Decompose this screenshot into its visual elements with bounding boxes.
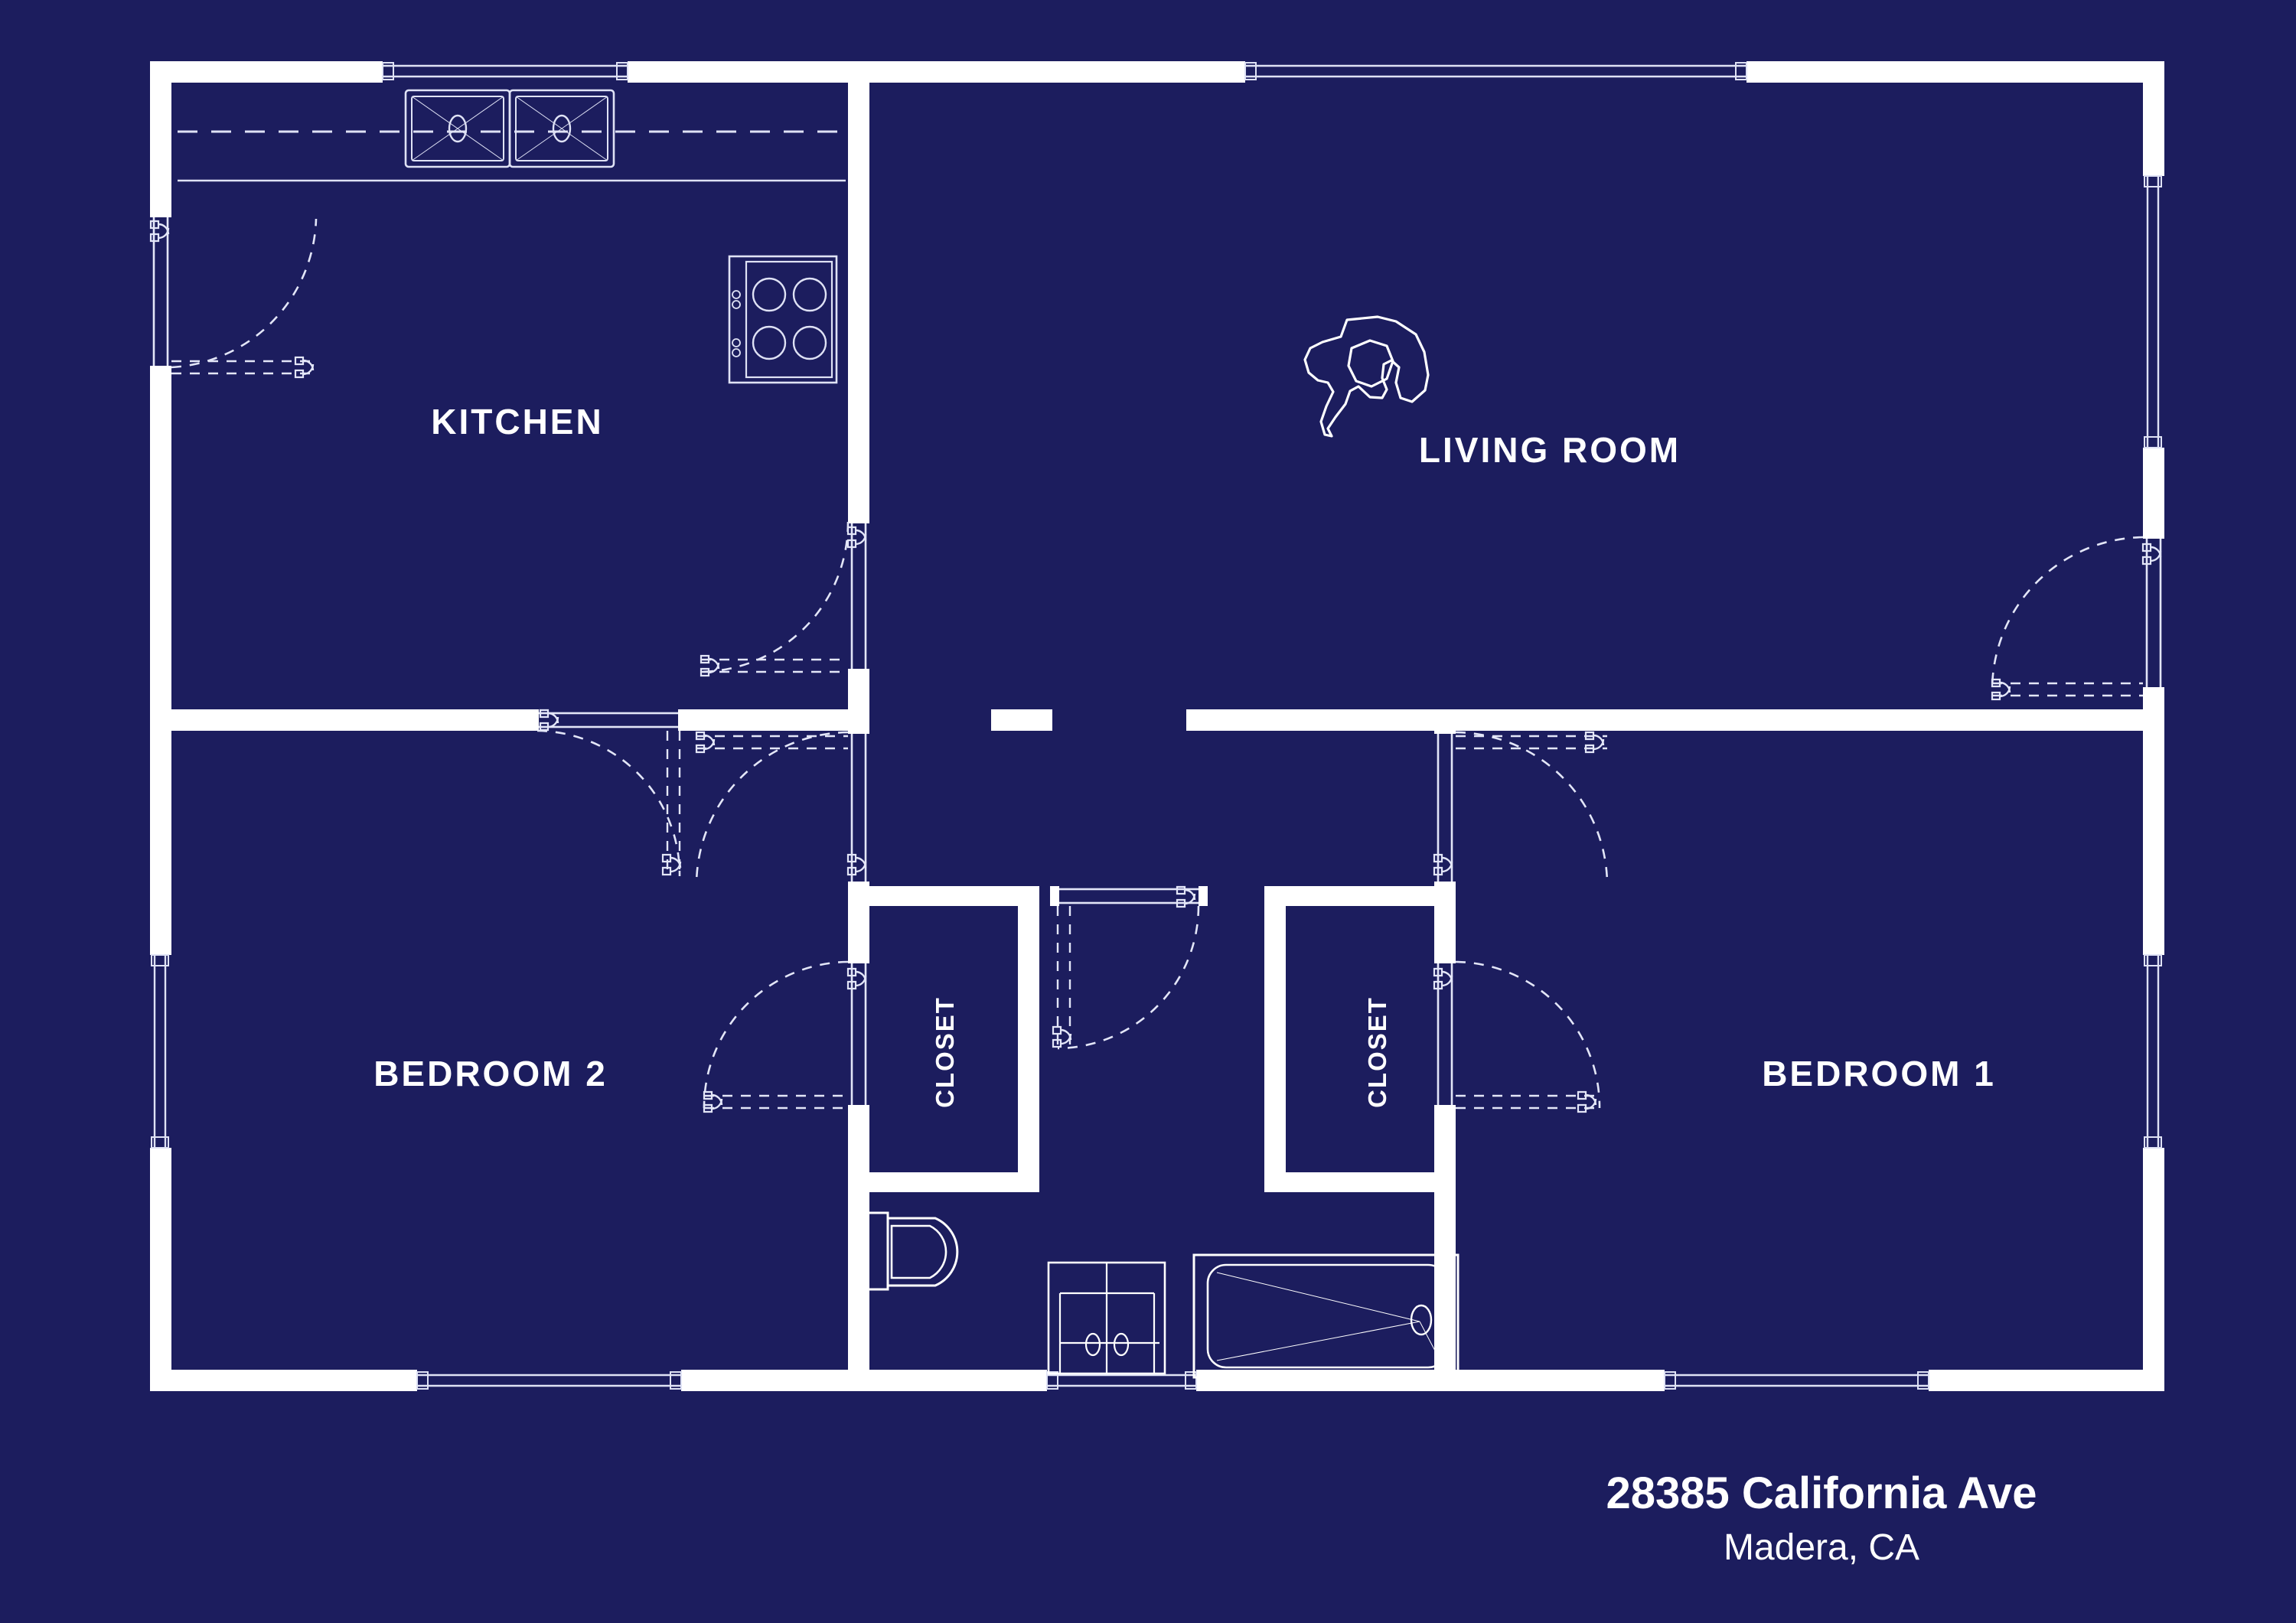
win-bed2-bottom: [416, 1370, 682, 1391]
property-city-state: Madera, CA: [1723, 1527, 1920, 1568]
bathtub: [1192, 1253, 1459, 1379]
doors: [149, 208, 2164, 1114]
windows: [150, 61, 2164, 1391]
property-address: 28385 California Ave: [1606, 1468, 2037, 1518]
door-closet-left: [703, 954, 869, 1114]
win-living-top: [1244, 61, 1747, 83]
room-label-kitchen: KITCHEN: [431, 402, 604, 442]
door-living-exterior: [1991, 530, 2164, 701]
four-burner-range: [728, 255, 838, 384]
win-living-right: [2143, 175, 2164, 448]
door-closet-right: [1433, 954, 1601, 1114]
door-bathroom: [1050, 885, 1208, 1050]
room-label-bedroom-2: BEDROOM 2: [373, 1054, 608, 1093]
room-label-closet-left: CLOSET: [931, 996, 959, 1108]
door-bedroom2-hall: [695, 725, 869, 891]
win-bed2-left: [150, 954, 171, 1149]
person-sketch: [1303, 315, 1430, 438]
door-bedroom2-kitchen: [530, 709, 687, 877]
room-label-closet-right: CLOSET: [1363, 996, 1391, 1108]
counter-line: [178, 130, 846, 182]
double-basin-sink: [404, 89, 615, 168]
door-kitchen-living: [700, 514, 869, 678]
double-vanity-sink: [1047, 1261, 1166, 1375]
win-kitchen-top: [382, 61, 628, 83]
bathroom-fixtures: [865, 1211, 1459, 1379]
door-bedroom1-hall: [1433, 725, 1609, 891]
win-bed1-right: [2143, 954, 2164, 1149]
win-bed1-bottom: [1664, 1370, 1929, 1391]
kitchen-fixtures: [178, 89, 846, 384]
door-kitchen-entry: [149, 208, 318, 379]
toilet: [865, 1211, 959, 1291]
room-label-living-room: LIVING ROOM: [1418, 430, 1681, 470]
room-label-bedroom-1: BEDROOM 1: [1762, 1054, 1996, 1093]
walls: [150, 61, 2164, 1391]
